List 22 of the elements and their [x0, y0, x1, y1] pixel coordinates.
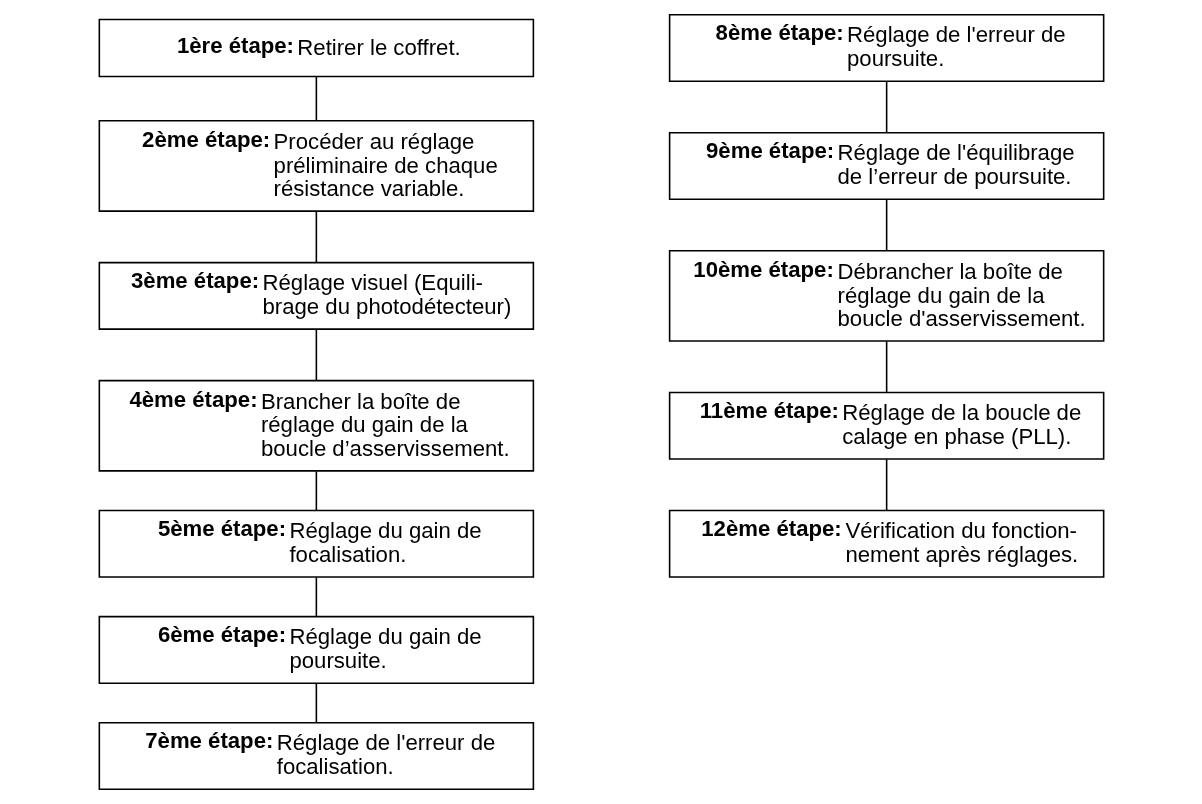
connector [885, 458, 887, 512]
connector [315, 682, 317, 723]
node-box: 1ère étape:Retirer le coffret. [98, 18, 534, 78]
connector [885, 340, 887, 394]
connector [885, 80, 887, 134]
connector [315, 75, 317, 122]
connector [315, 470, 317, 511]
connector [315, 328, 317, 382]
node-box: 2ème étape:Procéder au réglage préliminaire de chaque résistance variable. [98, 120, 534, 212]
connector [885, 198, 887, 252]
node-box: 9ème étape:Réglage de l'équilibrage de l’erreur de poursuite. [668, 131, 1104, 200]
connector [315, 210, 317, 264]
node-box: 10ème étape: Débrancher la boîte de réglage du gain de la boucle d'asservissement. [668, 249, 1104, 342]
node-box: 11ème étape:Réglage de la boucle de calage en phase (PLL). [668, 391, 1104, 460]
node-box: 4ème étape:Brancher la boîte de réglage du gain de la boucle d’asservissement. [98, 379, 534, 472]
node-box: 7ème étape:Réglage de l'erreur de focalisation. [98, 722, 534, 791]
node-box: 6ème étape:Réglage du gain de poursuite. [98, 615, 534, 684]
node-box: 5ème étape:Réglage du gain de focalisation. [98, 509, 534, 578]
node-box: 12ème étape: Vérification du fonction- nement après réglages. [668, 509, 1104, 578]
connector [315, 576, 317, 617]
node-box: 3ème étape:Réglage visuel (Equili- brage du photodétecteur) [98, 261, 534, 330]
node-box: 8ème étape:Réglage de l'erreur de poursuite. [668, 13, 1104, 82]
